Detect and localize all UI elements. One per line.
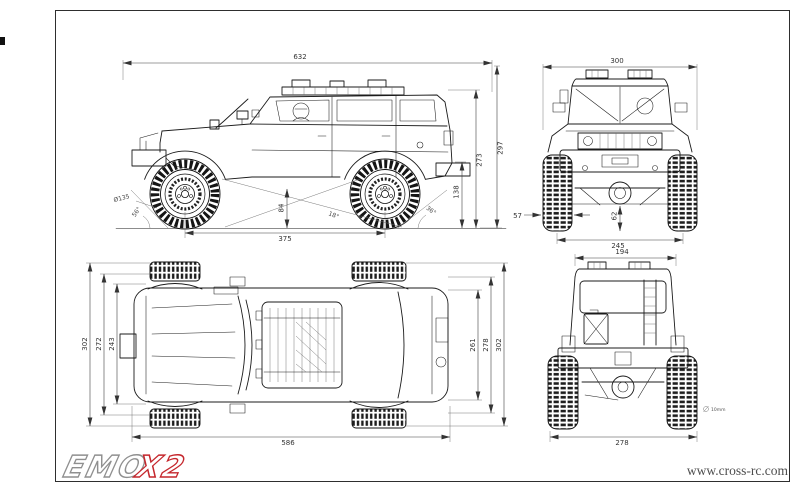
dim-rear-roof-width: 194 xyxy=(615,248,629,256)
rear-view-drawing xyxy=(547,261,698,430)
logo-x2-text: X2 xyxy=(131,450,190,484)
rear-view-dimensions: 194 278 10mm xyxy=(549,248,726,447)
dim-side-approach: 56° xyxy=(131,206,143,219)
dim-side-tire: Ø135 xyxy=(113,193,131,204)
dim-side-departure: 36° xyxy=(425,205,438,217)
dim-side-clearance: 84 xyxy=(278,203,286,212)
dim-front-track: 245 xyxy=(611,242,624,250)
dim-rear-width: 278 xyxy=(615,439,628,447)
brand-logo: EMO X2 xyxy=(59,450,190,486)
front-view-dimensions: 300 57 62 245 xyxy=(513,57,698,250)
front-view-drawing xyxy=(542,69,698,232)
side-view-drawing xyxy=(115,79,507,229)
dim-top-length: 586 xyxy=(281,439,295,447)
drawing-frame xyxy=(55,10,790,482)
dim-side-length: 632 xyxy=(293,53,306,61)
top-view-dimensions: 302 272 243 261 278 302 586 xyxy=(81,262,508,447)
dim-top-left-mid: 272 xyxy=(95,337,103,350)
dim-top-left-outer: 302 xyxy=(81,337,89,350)
dim-front-clearance: 62 xyxy=(611,212,619,221)
side-view-dimensions: 632 297 273 138 84 18° 375 Ø135 56° 36° xyxy=(113,53,505,243)
rear-note: 10mm xyxy=(711,407,726,413)
dim-side-height: 297 xyxy=(497,141,505,154)
dim-side-rear-height: 138 xyxy=(453,185,461,198)
dim-top-left-inner: 243 xyxy=(108,337,116,350)
dim-front-tire-width: 57 xyxy=(513,212,522,220)
dim-side-breakover: 18° xyxy=(327,210,339,220)
dim-top-right-mid: 278 xyxy=(482,338,490,351)
dim-front-width: 300 xyxy=(610,57,623,65)
logo-emo-text: EMO xyxy=(60,450,150,484)
dim-side-body-height: 273 xyxy=(476,153,484,166)
edge-mark xyxy=(0,37,5,45)
website-link: www.cross-rc.com xyxy=(687,463,789,478)
dim-side-wheelbase: 375 xyxy=(278,235,291,243)
dim-top-right-outer: 302 xyxy=(495,338,503,351)
dim-top-right-inner: 261 xyxy=(469,338,477,351)
top-view-drawing xyxy=(119,261,449,429)
